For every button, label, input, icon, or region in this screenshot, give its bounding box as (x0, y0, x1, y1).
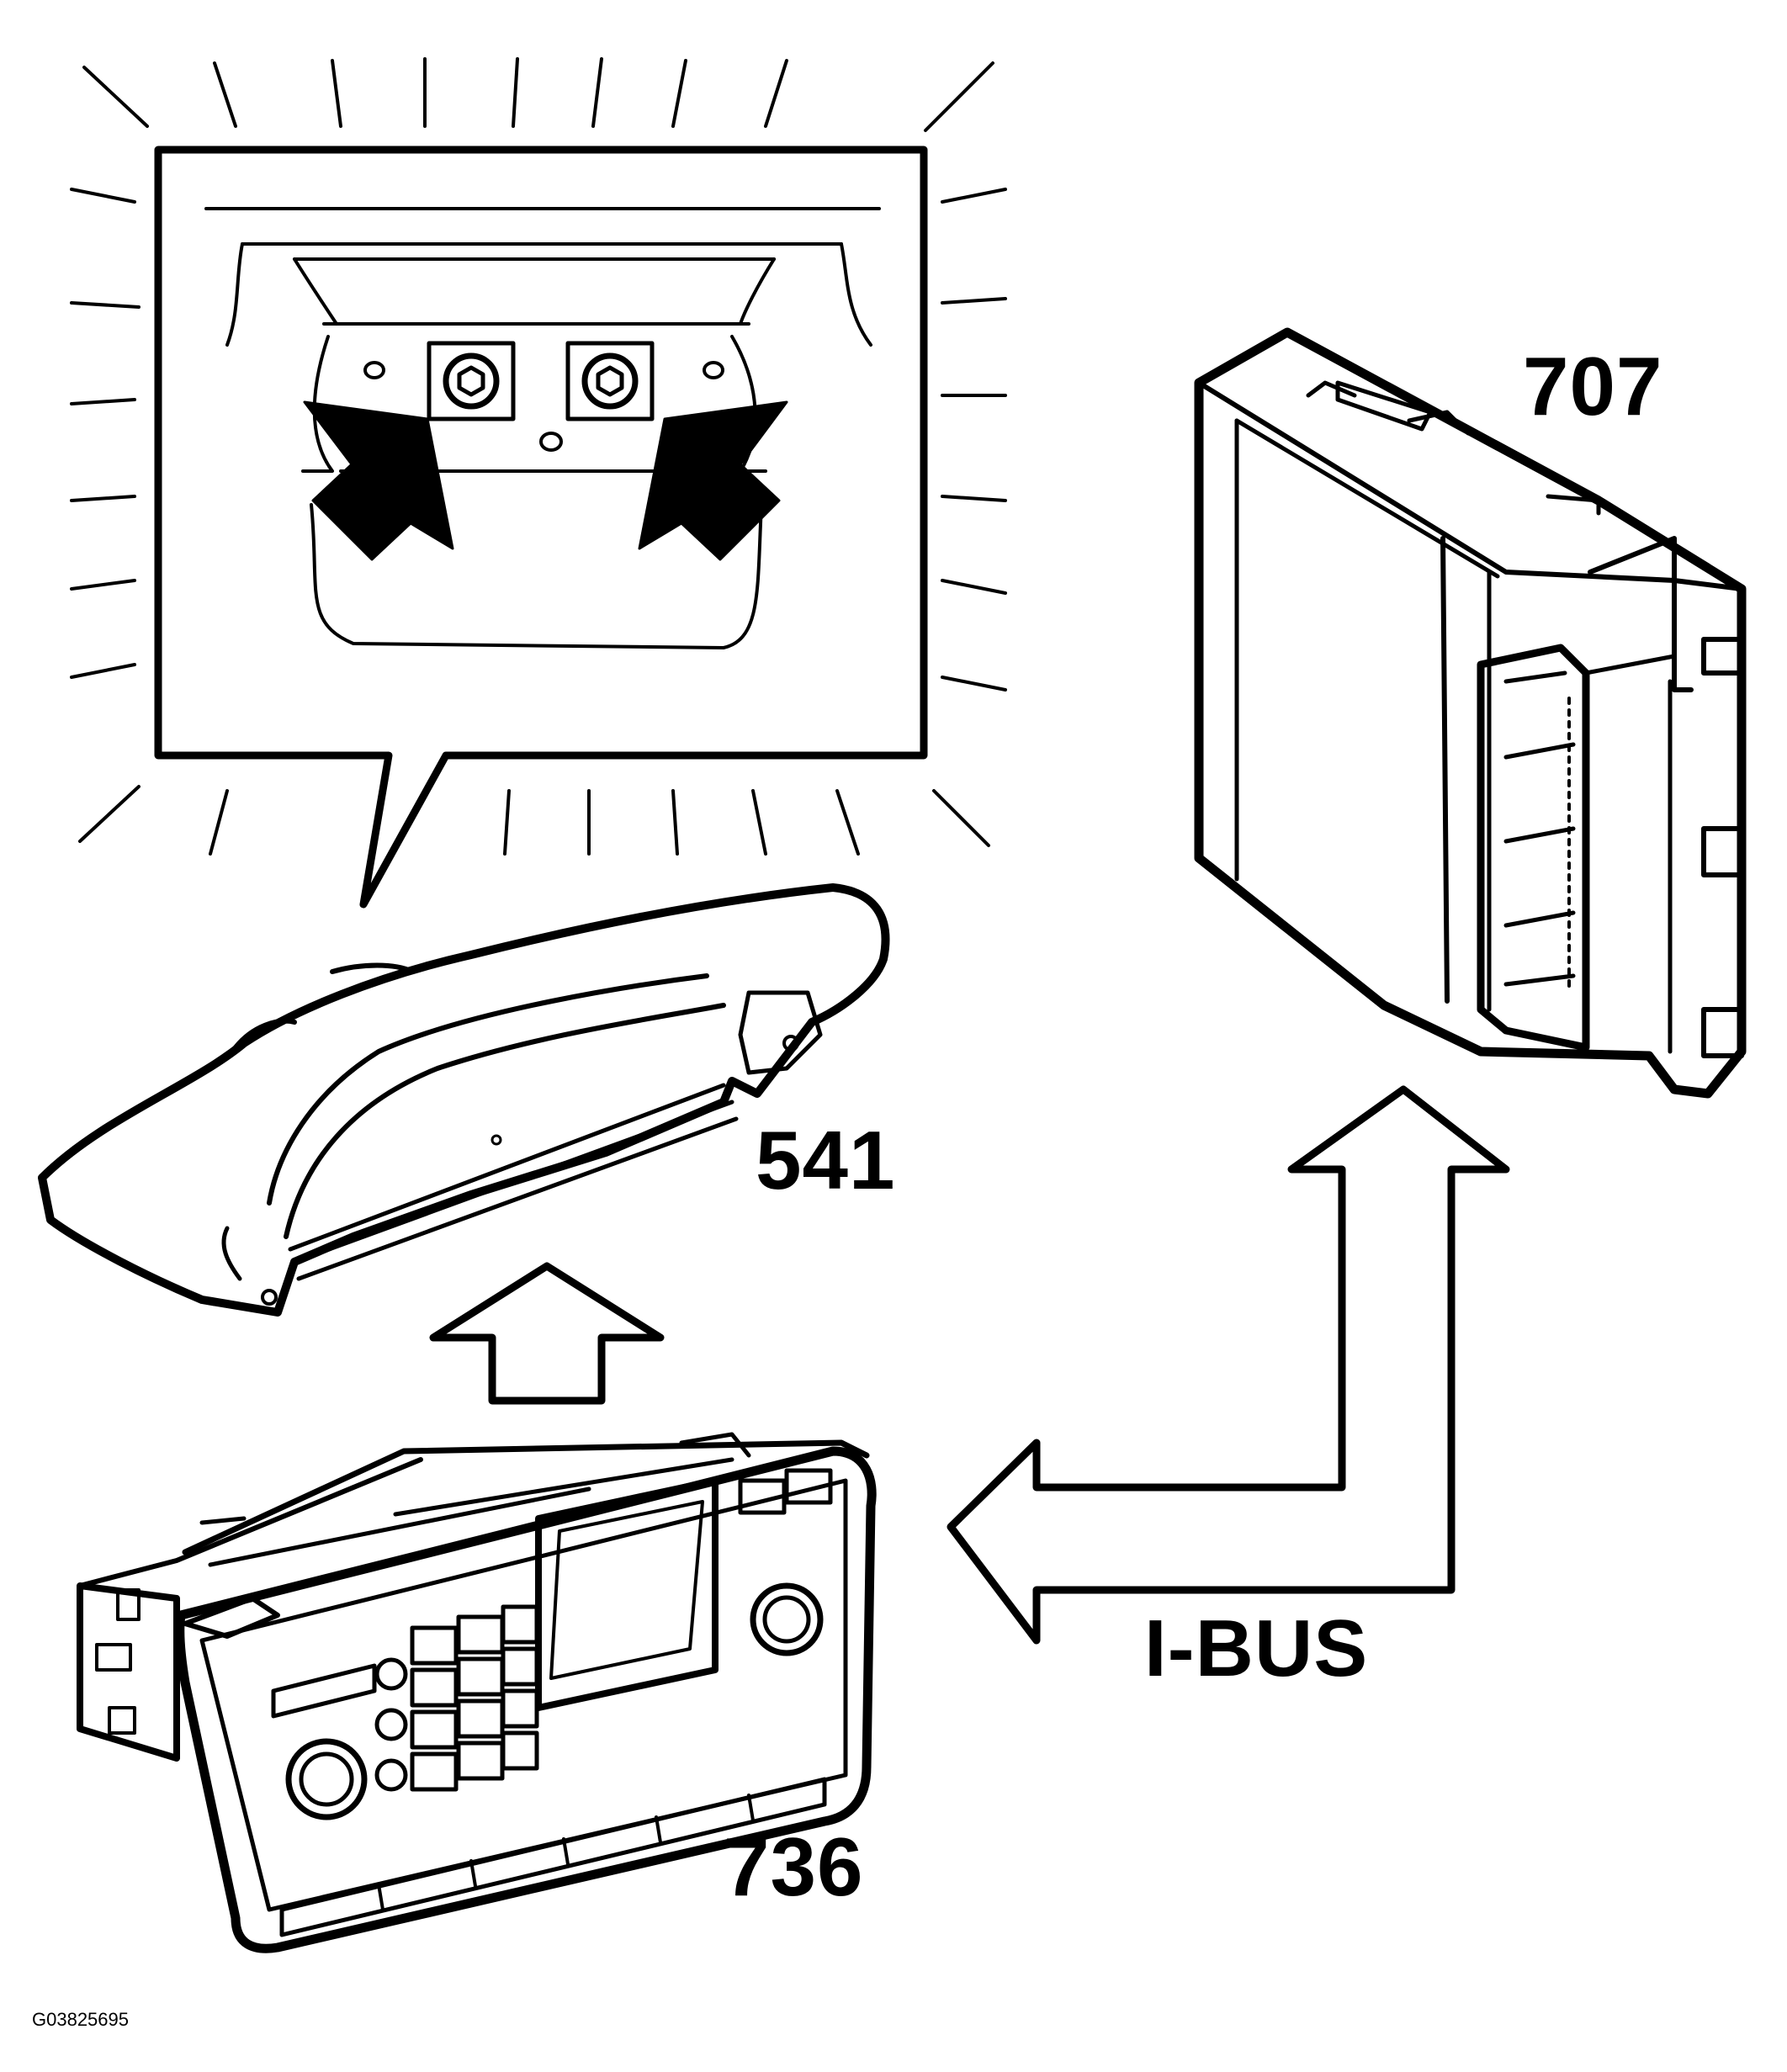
highlight-rays (72, 59, 1005, 854)
instrument-panel-541 (42, 888, 886, 1312)
callout-frame (158, 150, 924, 904)
ibus-arrow (951, 1089, 1506, 1640)
radio-unit-736 (80, 1434, 872, 1948)
control-module-707 (1199, 332, 1742, 1094)
figure-id: G03825695 (32, 2009, 129, 2030)
label-707: 707 (1523, 340, 1663, 432)
label-736: 736 (724, 1820, 864, 1913)
magnified-bracket (206, 209, 879, 648)
up-arrow-to-541 (433, 1266, 660, 1401)
detail-callout (72, 59, 1005, 904)
screw-indicator-arrows (305, 402, 787, 559)
label-ibus: I-BUS (1144, 1603, 1369, 1693)
radio-button-grid (412, 1607, 537, 1789)
label-541: 541 (756, 1114, 896, 1206)
